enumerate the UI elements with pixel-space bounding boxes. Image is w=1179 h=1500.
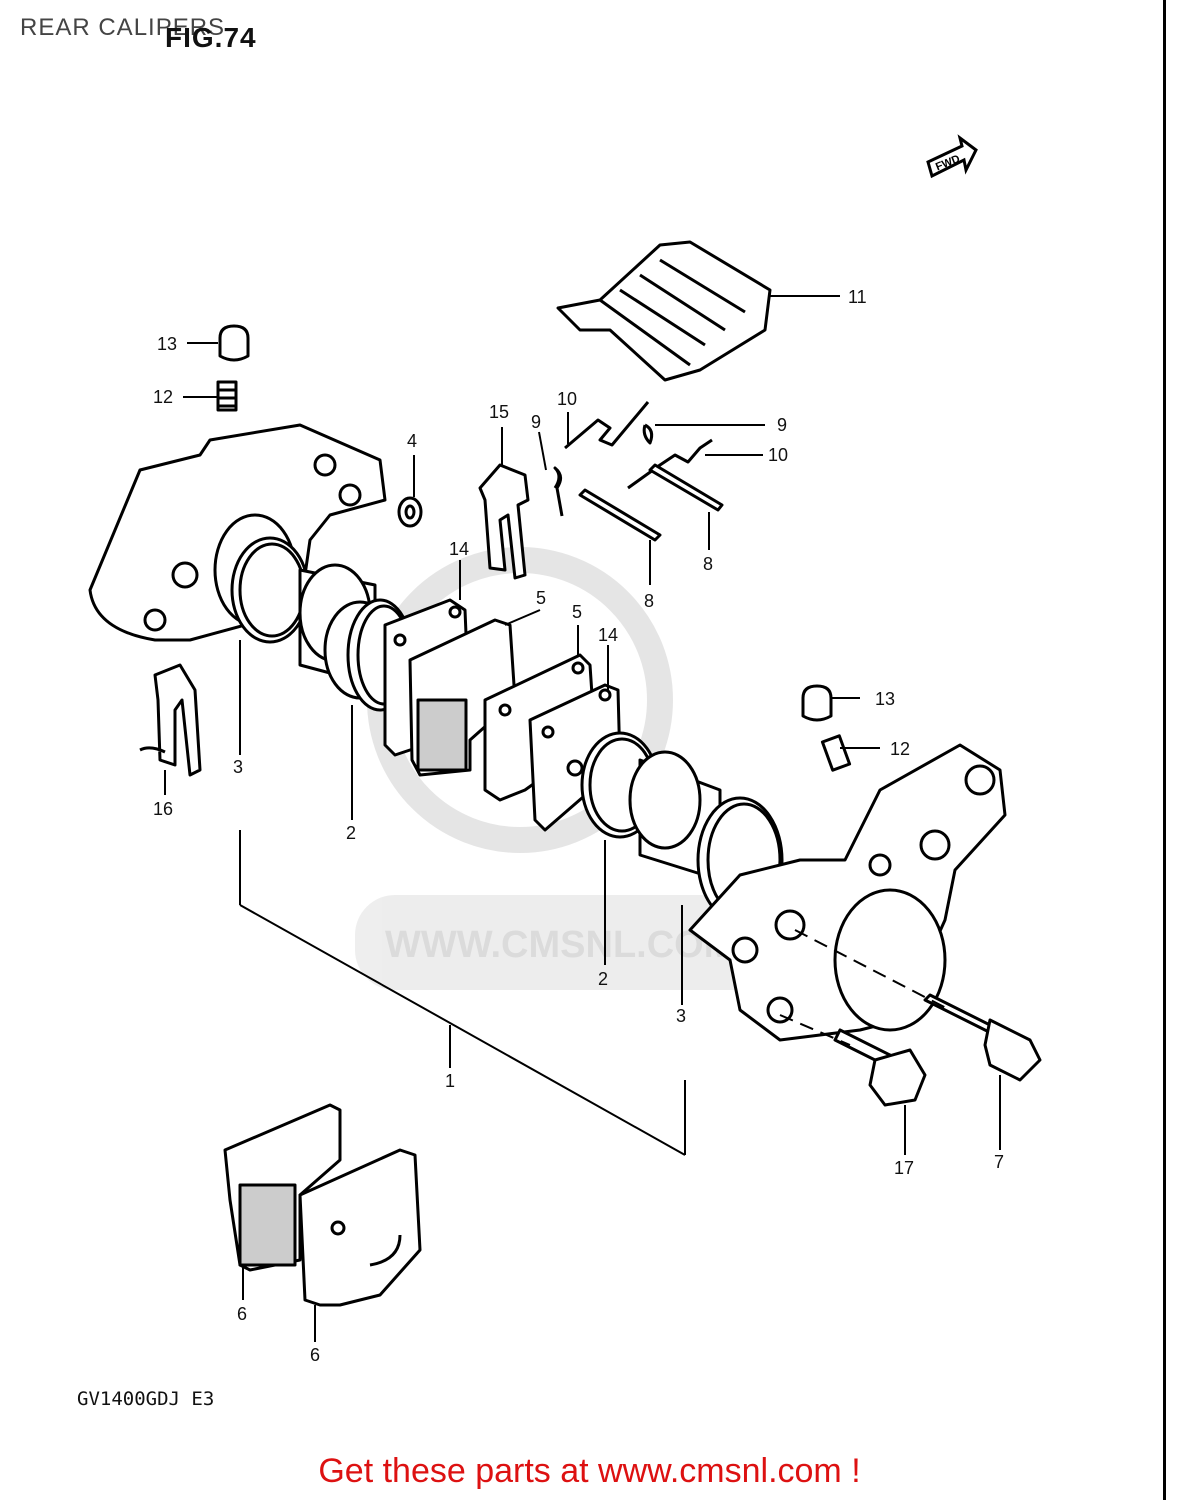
bleeder-valve-upper xyxy=(216,380,238,412)
page-title: REAR CALIPERS xyxy=(20,14,226,41)
callout-14a: 14 xyxy=(449,539,469,559)
caliper-body-left xyxy=(88,423,387,642)
caliper-body-right xyxy=(688,743,1007,1042)
callout-5a: 5 xyxy=(536,588,546,608)
callout-6b: 6 xyxy=(310,1345,320,1365)
watermark-text: WWW.CMSNL.COM xyxy=(385,924,735,966)
callout-2a: 2 xyxy=(346,823,356,843)
callout-3b: 3 xyxy=(676,1006,686,1026)
callout-16: 16 xyxy=(153,799,173,819)
pad-retainer-spring xyxy=(139,663,202,777)
washer xyxy=(397,496,423,528)
r-clip xyxy=(553,423,654,517)
pad-spring-clip xyxy=(478,463,530,580)
callout-10a: 10 xyxy=(557,389,577,409)
leader-lines xyxy=(164,295,1001,1342)
bleeder-cap-right xyxy=(801,684,833,722)
pad-spring-plate xyxy=(556,240,772,382)
callout-15: 15 xyxy=(489,402,509,422)
callout-3a: 3 xyxy=(233,757,243,777)
piston-seal-left xyxy=(230,536,310,644)
brake-pad-set-back xyxy=(223,1103,342,1272)
callout-14b: 14 xyxy=(598,625,618,645)
callout-8a: 8 xyxy=(703,554,713,574)
callout-10b: 10 xyxy=(768,445,788,465)
frame-border xyxy=(1163,0,1166,1500)
callout-12b: 12 xyxy=(890,739,910,759)
callout-2b: 2 xyxy=(598,969,608,989)
callout-8b: 8 xyxy=(644,591,654,611)
callout-9a: 9 xyxy=(531,412,541,432)
callout-11: 11 xyxy=(848,287,867,307)
callout-6a: 6 xyxy=(237,1304,247,1324)
pin-clip-upper xyxy=(564,401,713,490)
footer-link[interactable]: Get these parts at www.cmsnl.com ! xyxy=(318,1452,861,1490)
model-code: GV1400GDJ E3 xyxy=(77,1388,215,1410)
mounting-bolt-short xyxy=(833,1028,927,1107)
callout-9b: 9 xyxy=(777,415,787,435)
brake-pad-left xyxy=(408,618,517,777)
callout-labels: 11 13 12 4 15 10 9 9 10 8 8 14 5 5 14 3 … xyxy=(153,287,1004,1365)
callout-13a: 13 xyxy=(157,334,177,354)
pad-pin-right xyxy=(648,463,724,512)
pad-pin-left xyxy=(578,488,662,542)
callout-7: 7 xyxy=(994,1152,1004,1172)
callout-12a: 12 xyxy=(153,387,173,407)
mounting-bolt-long xyxy=(923,993,1042,1082)
callout-4: 4 xyxy=(407,431,417,451)
fwd-arrow-icon: FWD xyxy=(926,134,978,179)
callout-13b: 13 xyxy=(875,689,895,709)
bleeder-cap-upper xyxy=(218,324,250,362)
brake-pad-set-front xyxy=(298,1148,422,1307)
callout-5b: 5 xyxy=(572,602,582,622)
figure-number: FIG.74 xyxy=(165,22,257,53)
callout-17: 17 xyxy=(894,1158,914,1178)
bleeder-valve-right xyxy=(820,734,852,772)
callout-1: 1 xyxy=(445,1071,455,1091)
